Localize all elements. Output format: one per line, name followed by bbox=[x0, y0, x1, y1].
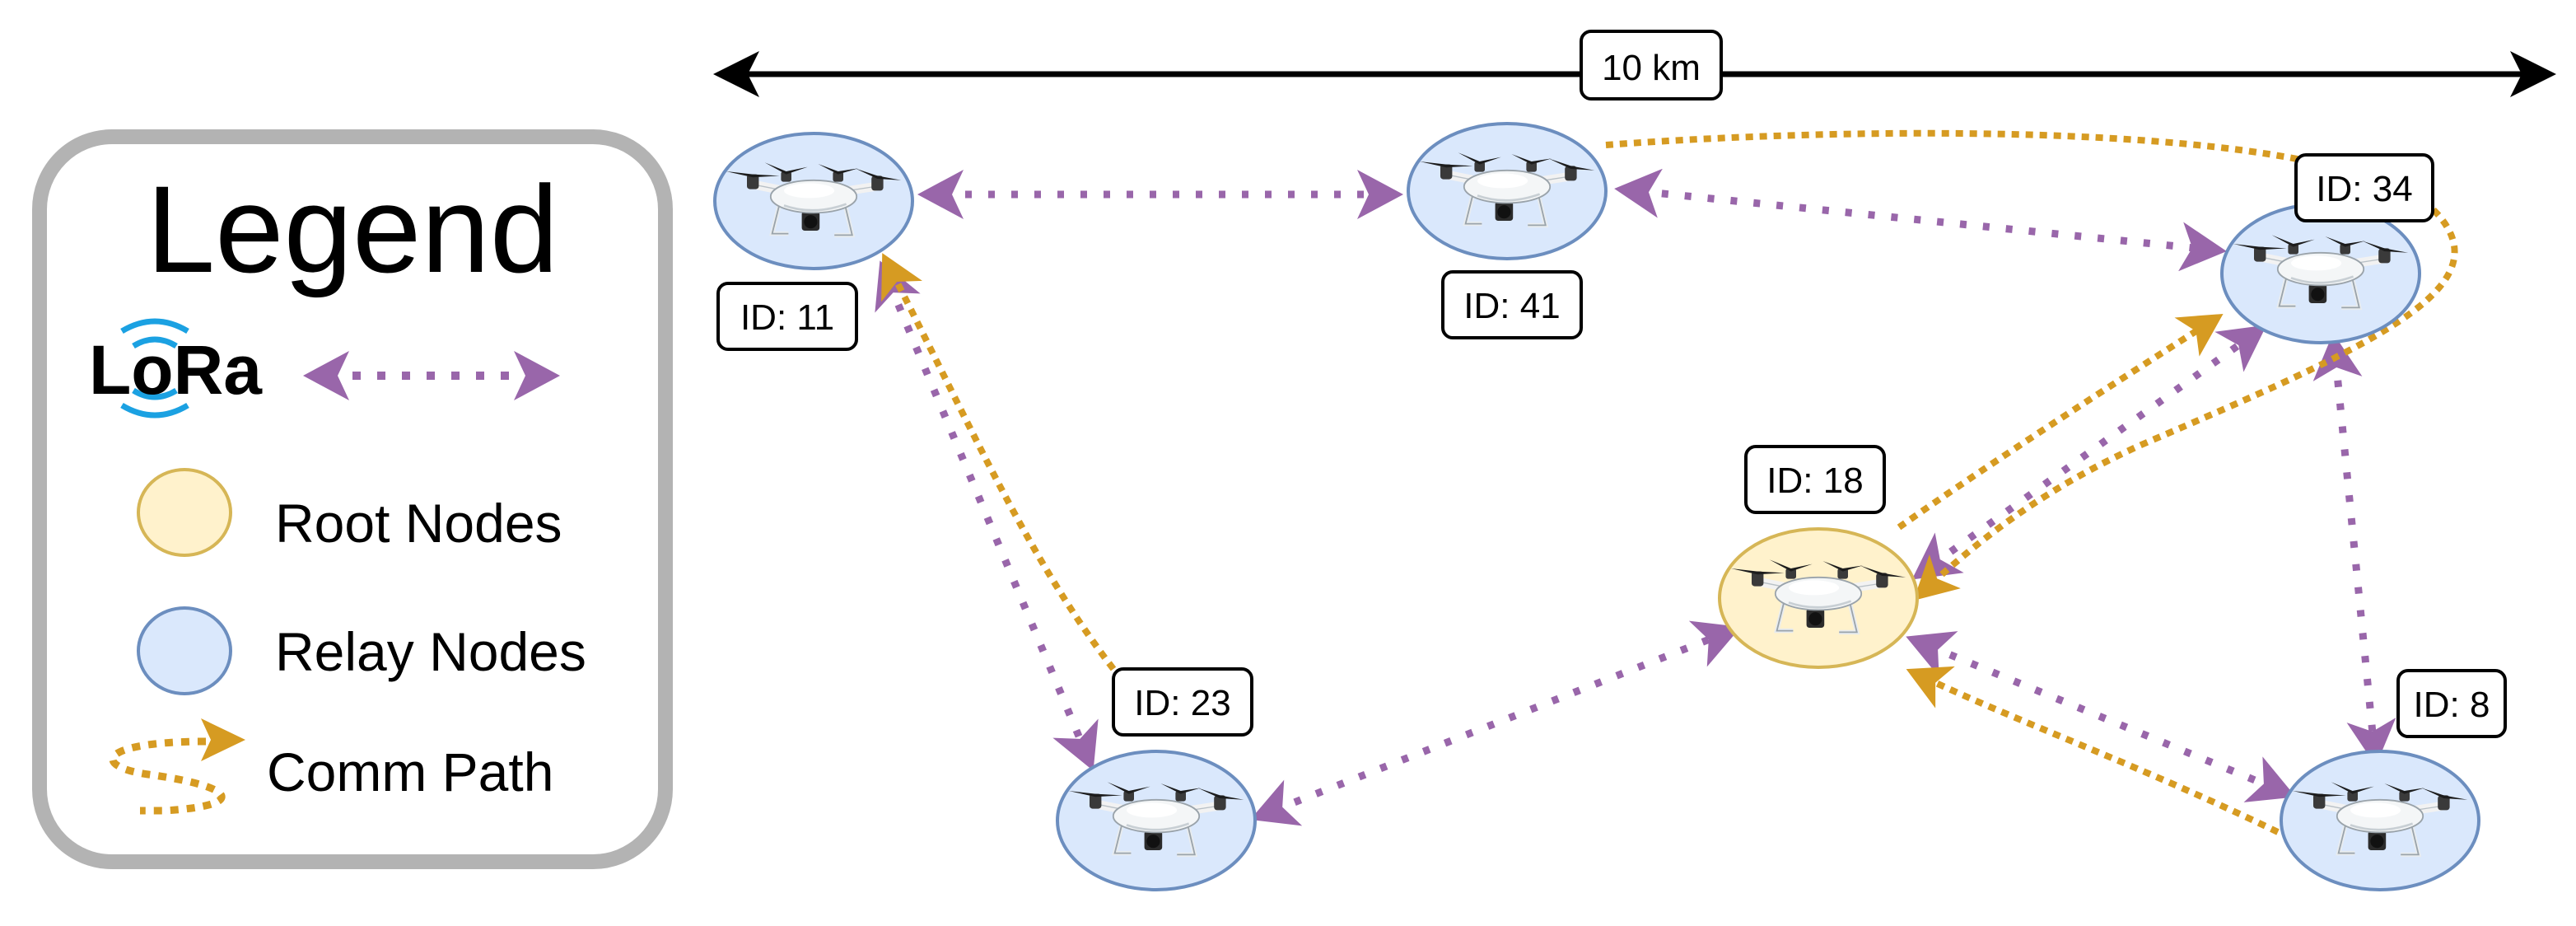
relay-node-swatch bbox=[137, 606, 232, 695]
root-nodes-label: Root Nodes bbox=[275, 493, 562, 554]
comm-path-n41-n18 bbox=[1605, 129, 2458, 601]
node-n34-label: ID: 34 bbox=[2316, 169, 2412, 209]
scale-bar-label: 10 km bbox=[1602, 48, 1701, 88]
node-n41: ID: 41 bbox=[1407, 122, 1608, 339]
scale-bar-left-arrow bbox=[713, 51, 759, 97]
root-node-swatch bbox=[137, 468, 232, 557]
lora-link-n18-n34 bbox=[1911, 325, 2267, 580]
lora-logo: LoRa bbox=[89, 318, 263, 419]
comm-path-n8-n18 bbox=[1906, 666, 2280, 835]
node-n11-label-box bbox=[716, 282, 858, 351]
node-n41-label: ID: 41 bbox=[1463, 286, 1560, 326]
node-n34: ID: 34 bbox=[2220, 153, 2434, 344]
scale-bar-label-box bbox=[1580, 30, 1723, 101]
node-n23-label: ID: 23 bbox=[1134, 683, 1230, 723]
comm-path-label: Comm Path bbox=[267, 741, 553, 802]
lora-link-n34-n8 bbox=[2312, 333, 2396, 766]
node-n11: ID: 11 bbox=[713, 132, 914, 351]
comm-path-n18-n34 bbox=[1897, 313, 2224, 531]
comm-path-links bbox=[881, 129, 2458, 835]
legend-title: Legend bbox=[147, 160, 559, 298]
scale-bar: 10 km bbox=[713, 30, 2556, 101]
node-n34-label-box bbox=[2294, 153, 2434, 222]
node-n23-label-box bbox=[1112, 667, 1253, 737]
comm-path-legend-arrow bbox=[201, 718, 245, 761]
scale-bar-right-arrow bbox=[2510, 51, 2556, 97]
comm-path-legend-line bbox=[109, 737, 226, 815]
node-n8-label-box bbox=[2396, 669, 2507, 738]
node-n11-label: ID: 11 bbox=[740, 297, 834, 338]
node-n18: ID: 18 bbox=[1718, 445, 1919, 669]
node-n23: ID: 23 bbox=[1056, 667, 1257, 891]
node-n18-label-box bbox=[1744, 445, 1886, 514]
lora-link-n41-n34 bbox=[1614, 168, 2227, 272]
comm-path-n23-n11 bbox=[881, 253, 1117, 671]
legend: Legend LoRa Root Nodes Relay Nodes Comm … bbox=[32, 129, 673, 869]
node-n18-label: ID: 18 bbox=[1766, 461, 1863, 501]
lora-link-n11-n23 bbox=[875, 260, 1099, 771]
node-n41-label-box bbox=[1441, 270, 1583, 339]
lora-link-n23-n18 bbox=[1250, 620, 1741, 826]
node-n8-label: ID: 8 bbox=[2414, 685, 2490, 725]
lora-links bbox=[875, 168, 2396, 826]
lora-link-n18-n8 bbox=[1906, 631, 2296, 802]
relay-nodes-label: Relay Nodes bbox=[275, 621, 586, 682]
node-n8: ID: 8 bbox=[2280, 669, 2507, 891]
lora-logo-text: LoRa bbox=[89, 331, 263, 409]
